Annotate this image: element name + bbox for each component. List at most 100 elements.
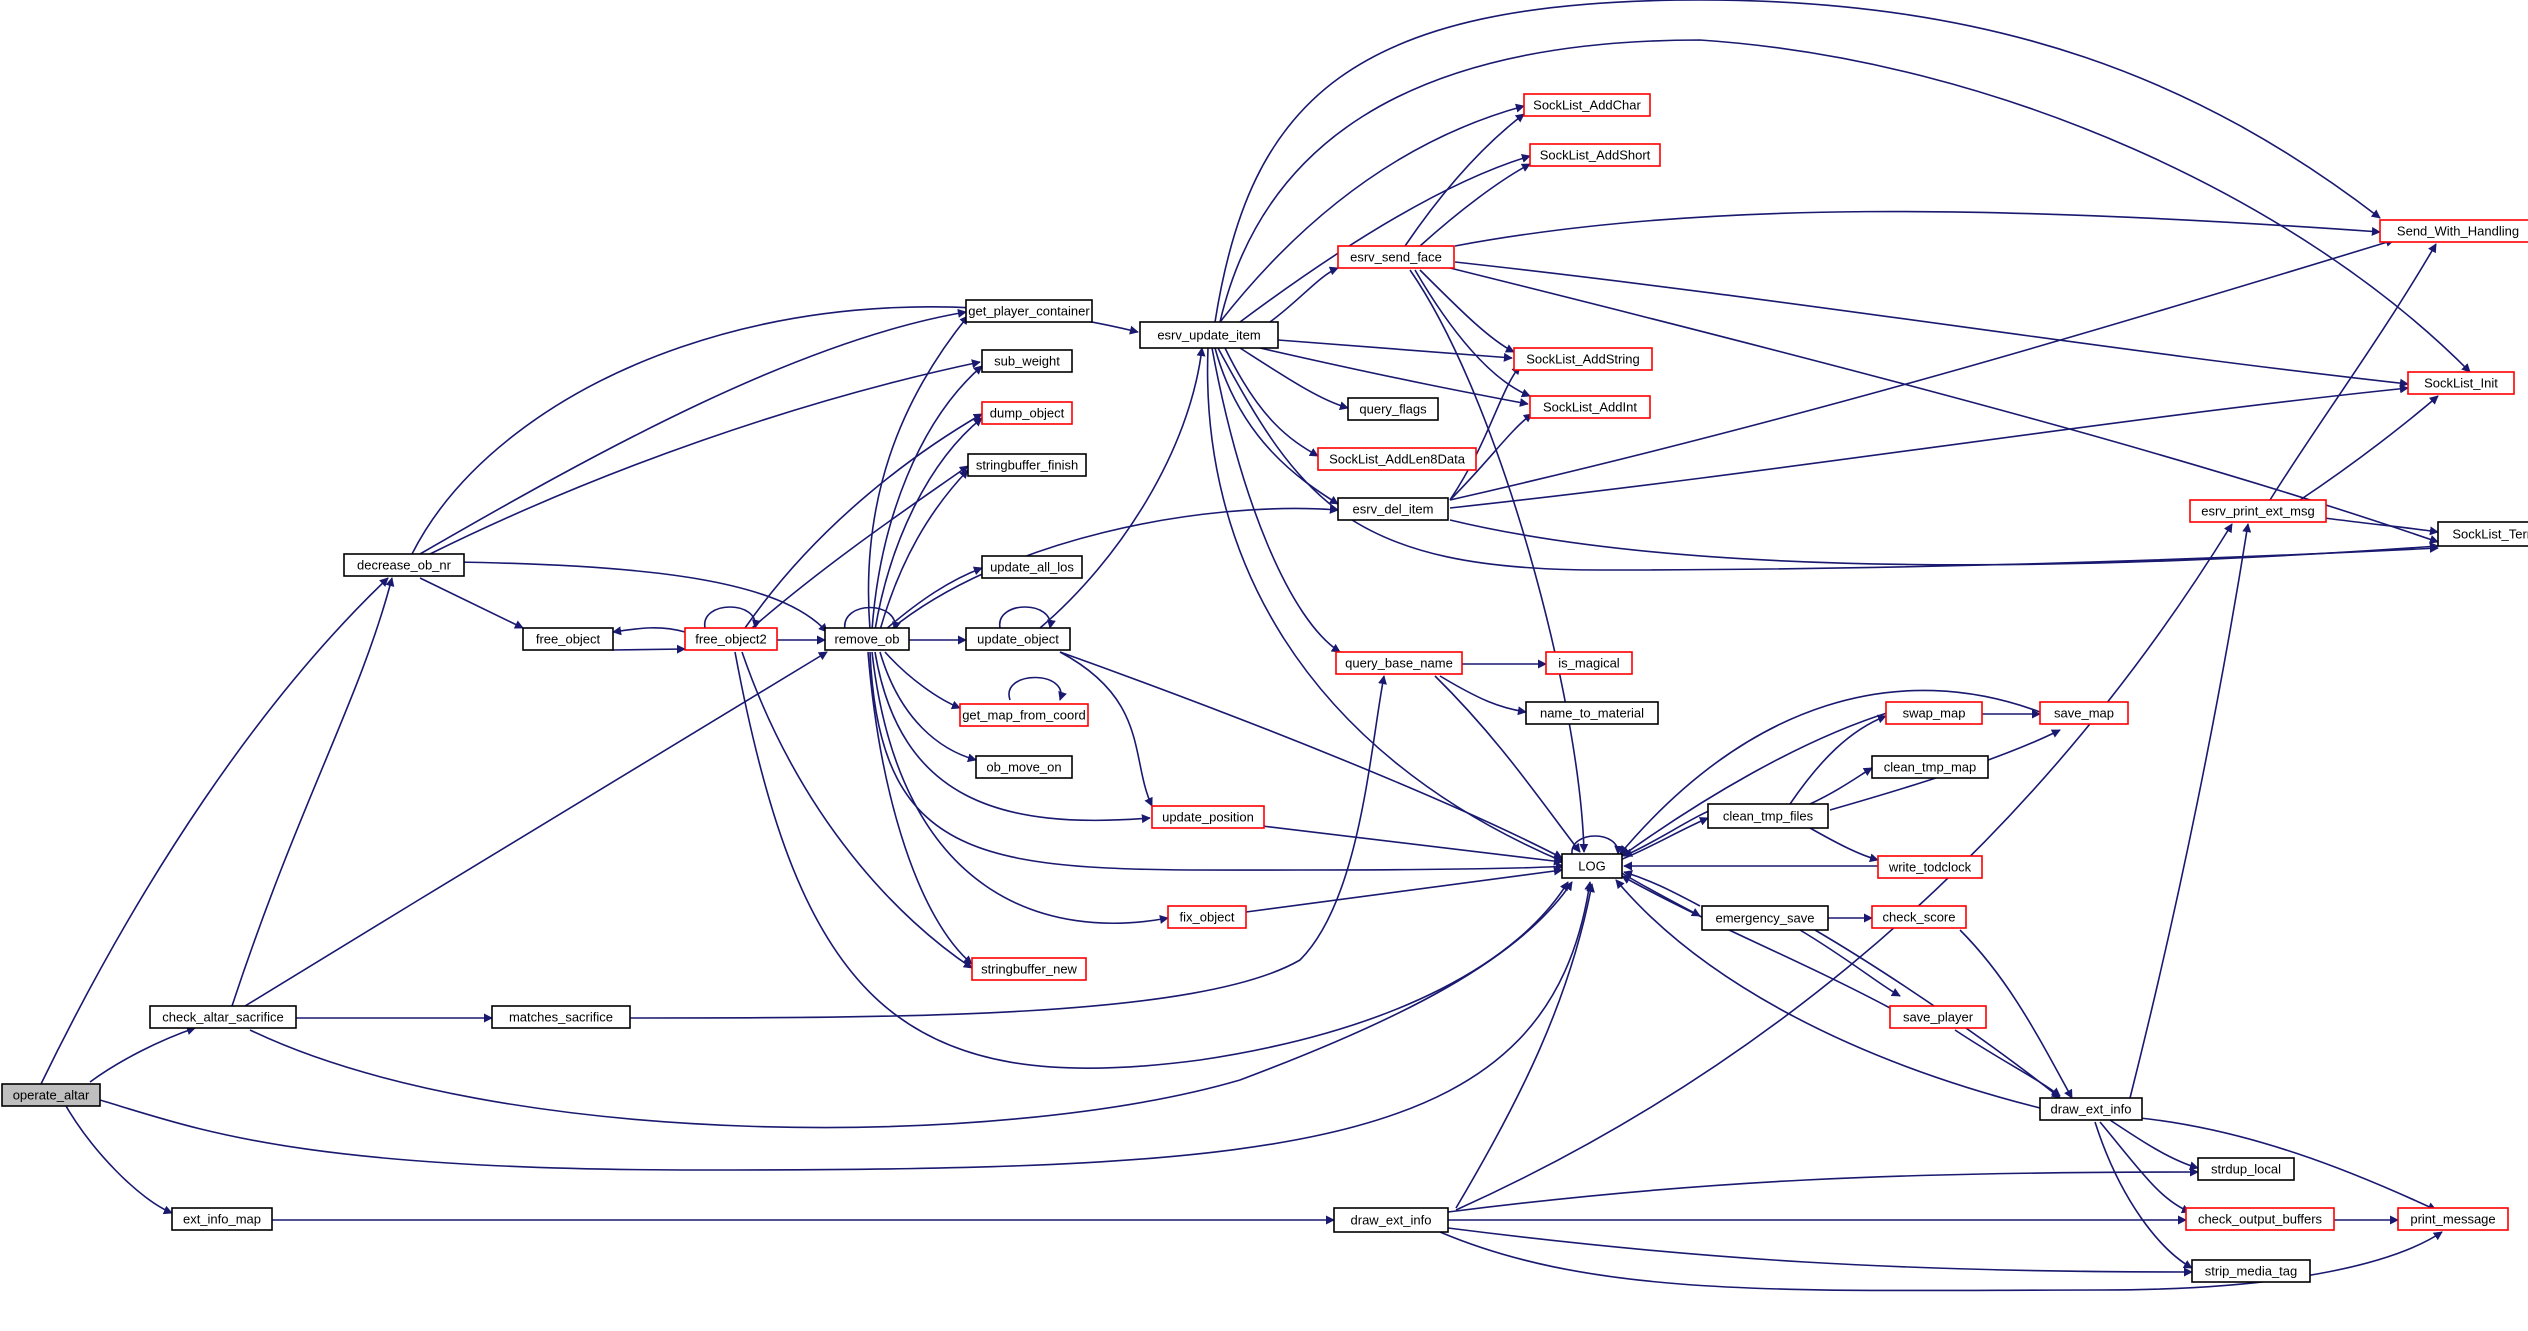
edge-esrv_update_item-SockList_AddString bbox=[1277, 339, 1513, 362]
node-label: name_to_material bbox=[1540, 706, 1644, 721]
node-box bbox=[2197, 1157, 2295, 1181]
edge-decrease_ob_nr-remove_ob bbox=[453, 561, 828, 633]
edge-esrv_update_item-SockList_Init bbox=[1219, 39, 2471, 373]
node-ext_info_map[interactable]: ext_info_map bbox=[171, 1207, 273, 1231]
node-SockList_AddLen8Data[interactable]: SockList_AddLen8Data bbox=[1317, 447, 1477, 471]
node-check_altar_sacrifice[interactable]: check_altar_sacrifice bbox=[149, 1005, 297, 1029]
edge-free_object-free_object2 bbox=[611, 644, 686, 654]
node-stringbuffer_finish[interactable]: stringbuffer_finish bbox=[967, 453, 1087, 477]
node-box bbox=[2039, 701, 2129, 725]
node-SockList_AddChar[interactable]: SockList_AddChar bbox=[1523, 93, 1651, 117]
edge-remove_ob-stringbuffer_new bbox=[867, 651, 973, 965]
node-box bbox=[1337, 245, 1455, 269]
node-esrv_print_ext_msg[interactable]: esrv_print_ext_msg bbox=[2189, 499, 2327, 523]
node-box bbox=[2191, 1259, 2311, 1283]
node-query_flags[interactable]: query_flags bbox=[1347, 397, 1439, 421]
node-strip_media_tag[interactable]: strip_media_tag bbox=[2191, 1259, 2311, 1283]
node-check_score[interactable]: check_score bbox=[1871, 905, 1967, 929]
edge-clean_tmp_files-LOG bbox=[1623, 805, 1721, 857]
node-label: clean_tmp_map bbox=[1884, 760, 1977, 775]
node-print_message[interactable]: print_message bbox=[2397, 1207, 2509, 1231]
node-SockList_Init[interactable]: SockList_Init bbox=[2407, 371, 2515, 395]
node-is_magical[interactable]: is_magical bbox=[1545, 651, 1633, 675]
node-sub_weight[interactable]: sub_weight bbox=[981, 349, 1073, 373]
node-update_all_los[interactable]: update_all_los bbox=[981, 555, 1083, 579]
node-get_map_from_coord[interactable]: get_map_from_coord bbox=[959, 703, 1089, 727]
node-query_base_name[interactable]: query_base_name bbox=[1335, 651, 1463, 675]
node-label: update_all_los bbox=[990, 560, 1074, 575]
edge-free_object2-dump_object bbox=[744, 413, 983, 629]
node-stringbuffer_new[interactable]: stringbuffer_new bbox=[971, 957, 1087, 981]
edge-draw_ext_info-strip_media_tag bbox=[2094, 1121, 2193, 1269]
edge-check_altar_sacrifice-remove_ob bbox=[244, 651, 828, 1007]
node-esrv_send_face[interactable]: esrv_send_face bbox=[1337, 245, 1455, 269]
node-strdup_local[interactable]: strdup_local bbox=[2197, 1157, 2295, 1181]
node-box bbox=[1337, 497, 1449, 521]
edge-clean_tmp_files-swap_map bbox=[1789, 714, 1887, 805]
node-decrease_ob_nr[interactable]: decrease_ob_nr bbox=[343, 553, 465, 577]
node-write_todclock[interactable]: write_todclock bbox=[1877, 855, 1983, 879]
node-clean_tmp_files[interactable]: clean_tmp_files bbox=[1707, 803, 1829, 829]
node-fix_object[interactable]: fix_object bbox=[1167, 905, 1247, 929]
node-save_map[interactable]: save_map bbox=[2039, 701, 2129, 725]
node-ob_move_on[interactable]: ob_move_on bbox=[975, 755, 1073, 779]
node-clean_tmp_map[interactable]: clean_tmp_map bbox=[1871, 755, 1989, 779]
node-SockList_AddInt[interactable]: SockList_AddInt bbox=[1529, 395, 1651, 419]
edge-save_player-LOG bbox=[1621, 875, 1891, 1009]
node-update_object[interactable]: update_object bbox=[965, 627, 1071, 651]
edge-esrv_send_face-SockList_AddInt bbox=[1414, 269, 1531, 398]
edge-remove_ob-stringbuffer_finish bbox=[879, 469, 969, 631]
node-label: check_score bbox=[1883, 910, 1956, 925]
node-free_object[interactable]: free_object bbox=[522, 627, 614, 651]
edge-esrv_send_face-SockList_AddString bbox=[1419, 269, 1515, 353]
node-box bbox=[343, 553, 465, 577]
node-remove_ob[interactable]: remove_ob bbox=[824, 627, 910, 651]
edge-operate_altar-ext_info_map bbox=[61, 1098, 173, 1215]
node-emergency_save[interactable]: emergency_save bbox=[1701, 905, 1829, 931]
node-box bbox=[2437, 521, 2528, 547]
node-SockList_AddString[interactable]: SockList_AddString bbox=[1513, 347, 1653, 371]
node-label: strdup_local bbox=[2211, 1162, 2281, 1177]
node-box bbox=[1317, 447, 1477, 471]
node-swap_map[interactable]: swap_map bbox=[1885, 701, 1983, 725]
edge-decrease_ob_nr-free_object bbox=[419, 577, 524, 629]
node-esrv_update_item[interactable]: esrv_update_item bbox=[1139, 321, 1279, 349]
edge-update_object-esrv_update_item bbox=[1039, 347, 1206, 629]
node-box bbox=[149, 1005, 297, 1029]
node-save_player[interactable]: save_player bbox=[1889, 1005, 1987, 1029]
node-label: get_map_from_coord bbox=[962, 708, 1086, 723]
node-label: SockList_Init bbox=[2424, 376, 2498, 391]
edge-esrv_send_face-SockList_Term bbox=[1449, 267, 2439, 544]
node-update_position[interactable]: update_position bbox=[1151, 805, 1265, 829]
node-draw_ext_info[interactable]: draw_ext_info bbox=[2039, 1097, 2143, 1121]
edge-esrv_print_ext_msg-Send_With_Handling bbox=[2269, 243, 2437, 501]
node-check_output_buffers[interactable]: check_output_buffers bbox=[2185, 1207, 2335, 1231]
node-draw_ext_info_2[interactable]: draw_ext_info bbox=[1333, 1207, 1449, 1233]
node-Send_With_Handling[interactable]: Send_With_Handling bbox=[2379, 219, 2528, 243]
node-label: SockList_AddShort bbox=[1540, 148, 1651, 163]
node-name_to_material[interactable]: name_to_material bbox=[1525, 701, 1659, 725]
node-operate_altar[interactable]: operate_altar bbox=[1, 1083, 101, 1107]
node-get_player_container[interactable]: get_player_container bbox=[965, 299, 1093, 323]
node-LOG[interactable]: LOG bbox=[1561, 853, 1623, 879]
node-free_object2[interactable]: free_object2 bbox=[684, 627, 778, 651]
node-matches_sacrifice[interactable]: matches_sacrifice bbox=[491, 1005, 631, 1029]
node-SockList_AddShort[interactable]: SockList_AddShort bbox=[1529, 143, 1661, 167]
node-label: remove_ob bbox=[834, 632, 899, 647]
node-SockList_Term[interactable]: SockList_Term bbox=[2437, 521, 2528, 547]
edge-remove_ob-get_player_container bbox=[867, 315, 969, 631]
node-label: strip_media_tag bbox=[2205, 1264, 2298, 1279]
edge-LOG-self bbox=[1571, 835, 1624, 855]
edge-draw_ext_info-esrv_print_ext_msg bbox=[2129, 523, 2252, 1099]
edge-operate_altar-decrease_ob_nr bbox=[39, 577, 389, 1087]
node-dump_object[interactable]: dump_object bbox=[981, 401, 1073, 425]
edge-remove_ob-sub_weight bbox=[871, 365, 983, 631]
edge-esrv_update_item-SockList_Term bbox=[1217, 347, 2439, 571]
node-esrv_del_item[interactable]: esrv_del_item bbox=[1337, 497, 1449, 521]
edge-operate_altar-LOG bbox=[99, 881, 1594, 1171]
edge-decrease_ob_nr-esrv_update_item bbox=[411, 306, 1139, 555]
edge-esrv_send_face-LOG bbox=[1409, 269, 1589, 853]
node-box bbox=[1513, 347, 1653, 371]
node-box bbox=[1529, 143, 1661, 167]
edge-swap_map-LOG bbox=[1621, 711, 1891, 857]
